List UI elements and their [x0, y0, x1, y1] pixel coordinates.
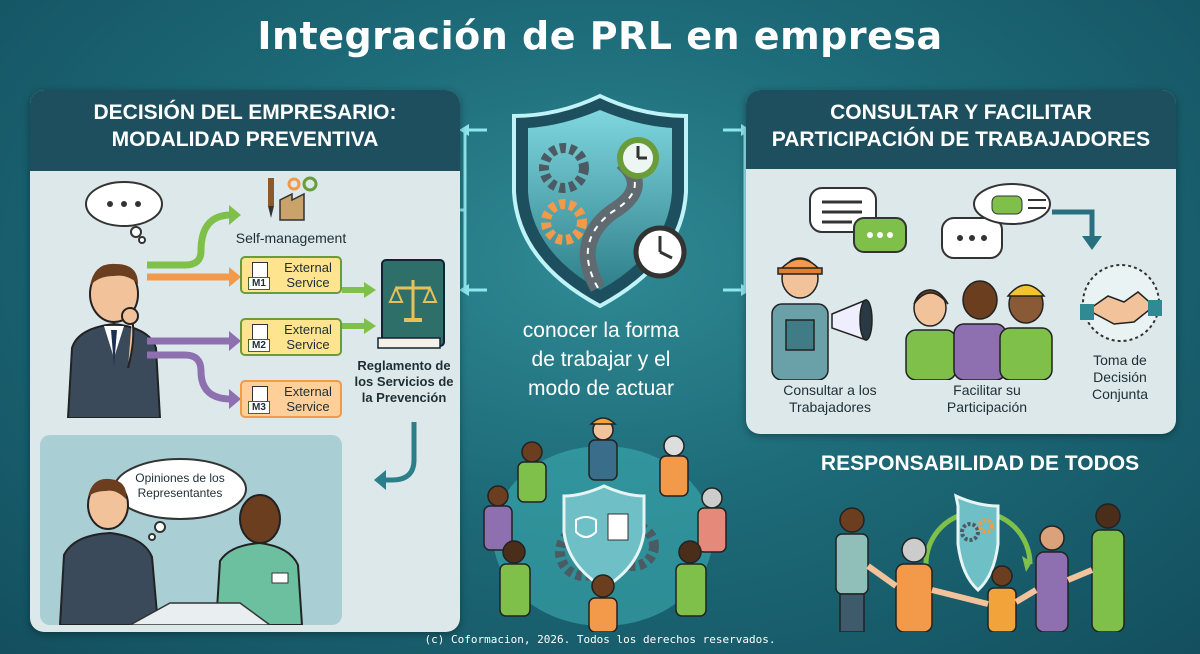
- curved-arrow-icon: [374, 422, 417, 490]
- representatives-meeting: Opiniones de los Representantes: [40, 435, 342, 625]
- service-code: M3: [248, 401, 270, 414]
- decision-arrows: [147, 205, 241, 409]
- right-panel: CONSULTAR Y FACILITAR PARTICIPACIÓN DE T…: [746, 90, 1176, 434]
- people-circle-illustration: [483, 417, 727, 632]
- factory-icon: [268, 176, 318, 221]
- regulation-book-icon: [377, 259, 445, 349]
- service-arrows: [342, 282, 376, 334]
- facilitate-label: Facilitar su Participación: [946, 382, 1028, 415]
- copyright-footer: (c) Coformacion, 2026. Todos los derecho…: [424, 633, 776, 646]
- center-caption: conocer la forma de trabajar y el modo d…: [522, 319, 680, 400]
- responsibility-illustration: [835, 493, 1125, 632]
- speech-bubbles-icon: [809, 183, 1102, 259]
- meeting-illustration: [58, 458, 304, 625]
- workers-illustration: [771, 257, 1053, 380]
- self-management-label: Self-management: [235, 230, 347, 246]
- handshake-icon: [1080, 264, 1162, 342]
- service-code: M2: [248, 339, 270, 352]
- document-icon: [252, 386, 268, 402]
- thought-bubble-icon: [85, 181, 163, 244]
- service-code: M1: [248, 277, 270, 290]
- regulation-label: Reglamento de los Servicios de la Preven…: [354, 358, 454, 405]
- external-service-m2[interactable]: M2 External Service: [240, 318, 342, 356]
- document-icon: [252, 324, 268, 340]
- responsibility-title: RESPONSABILIDAD DE TODOS: [820, 452, 1140, 475]
- left-panel: DECISIÓN DEL EMPRESARIO: MODALIDAD PREVE…: [30, 90, 460, 632]
- external-service-m3[interactable]: M3 External Service: [240, 380, 342, 418]
- businessman-icon: [66, 263, 162, 418]
- document-icon: [252, 262, 268, 278]
- opinions-label: Opiniones de los Representantes: [135, 471, 225, 500]
- external-service-m1[interactable]: M1 External Service: [240, 256, 342, 294]
- joint-decision-label: Toma de Decisión Conjunta: [1091, 352, 1149, 402]
- service-label: External Service: [284, 384, 332, 414]
- consult-label: Consultar a los Trabajadores: [783, 382, 877, 415]
- page-title: Integración de PRL en empresa: [257, 14, 943, 58]
- left-panel-header: DECISIÓN DEL EMPRESARIO: MODALIDAD PREVE…: [30, 90, 460, 171]
- service-label: External Service: [284, 322, 332, 352]
- service-label: External Service: [284, 260, 332, 290]
- shield-icon: [512, 93, 688, 309]
- right-panel-header: CONSULTAR Y FACILITAR PARTICIPACIÓN DE T…: [746, 90, 1176, 169]
